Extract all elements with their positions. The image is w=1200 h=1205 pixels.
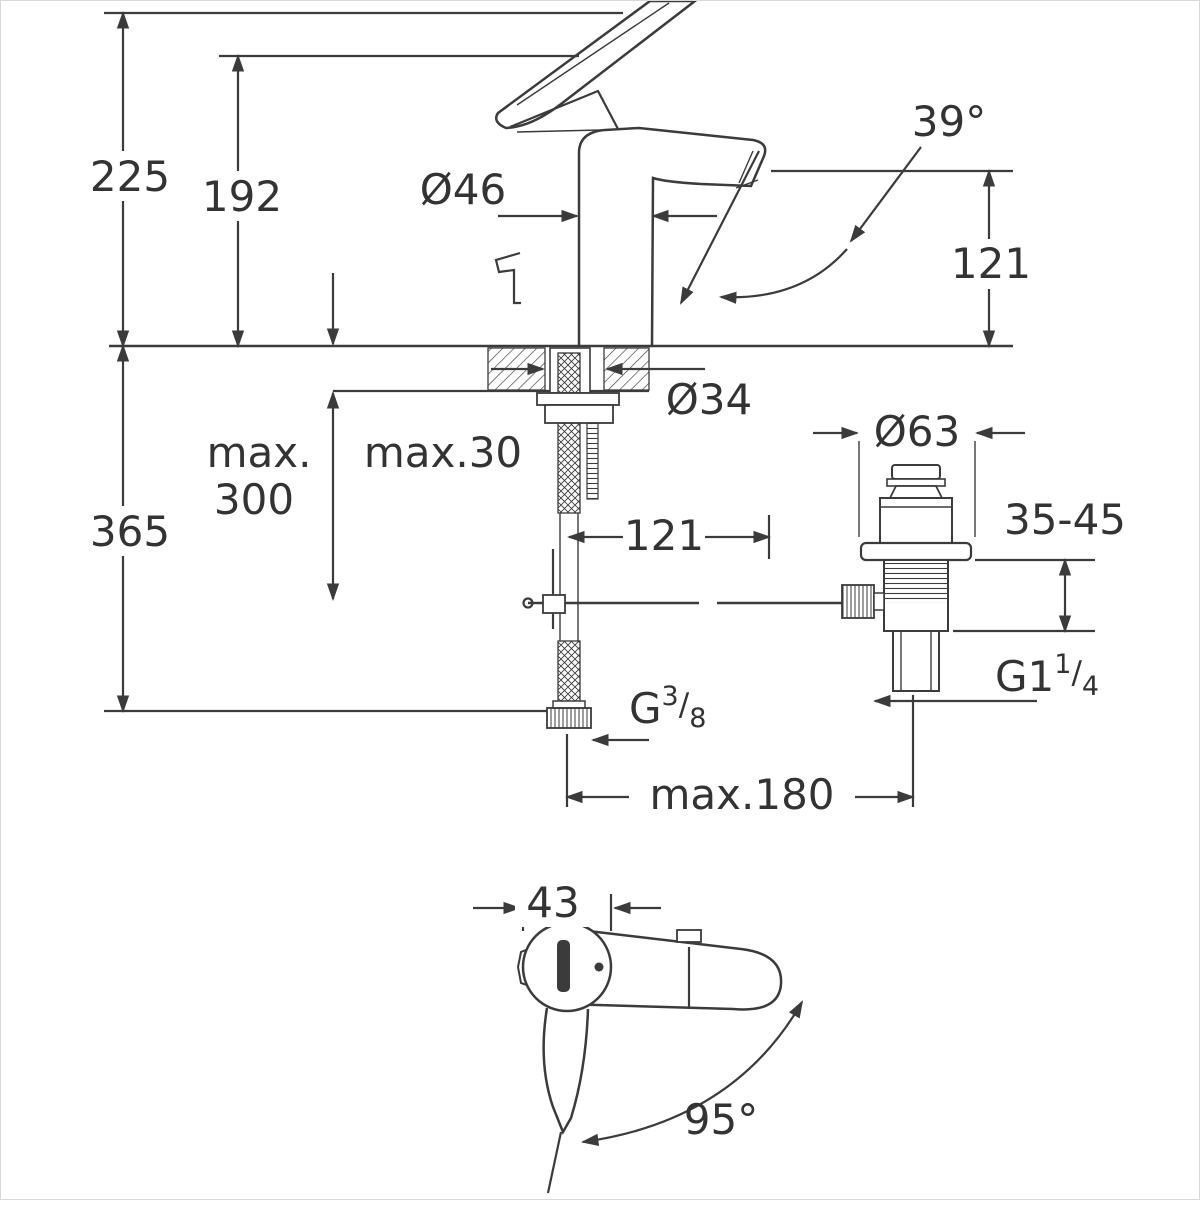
top-view-drawing — [473, 894, 804, 1194]
rod-reach-label: 121 — [624, 511, 704, 560]
drain-thread-label: G11/4 — [995, 649, 1099, 702]
total-below-height-label: 365 — [90, 507, 170, 556]
spout-top-height-label: 192 — [202, 172, 282, 221]
mounting-stud — [586, 422, 599, 500]
spout-outlet-height-label: 121 — [951, 239, 1031, 288]
drain-tailpiece — [892, 630, 940, 692]
rod-clamp-knob — [841, 584, 875, 619]
drain-flange-diameter-label: Ø63 — [874, 407, 961, 456]
pop-up-rod — [522, 549, 842, 629]
max-deck-thickness-label: max.30 — [364, 428, 522, 477]
drain-adjust-range-label: 35-45 — [1004, 495, 1126, 544]
faucet-body — [494, 126, 767, 347]
swivel-arc — [580, 1000, 804, 1146]
handle-stop-detail — [494, 251, 521, 305]
drain-flange — [859, 541, 973, 562]
supply-thread-label: G3/8 — [629, 681, 706, 734]
side-view-drawing — [109, 0, 1013, 729]
body-diameter-label: Ø46 — [420, 165, 507, 214]
dimension-labels: 225 192 Ø46 39° 121 Ø34 max. 300 max.30 … — [85, 97, 1126, 1144]
faucet-handle — [495, 0, 699, 133]
max-projection-label: max.180 — [649, 770, 834, 819]
max-below-deck-label-word: max. — [207, 428, 312, 477]
supply-hose-assembly — [536, 347, 620, 729]
lever-width-label: 43 — [526, 878, 579, 927]
mounting-hole-diameter-label: Ø34 — [666, 375, 753, 424]
pop-up-plug — [891, 464, 941, 480]
overall-height-label: 225 — [90, 152, 170, 201]
supply-connector-nut — [546, 707, 592, 729]
spout-angle-label: 39° — [912, 97, 986, 146]
lever-swivel-position — [542, 1007, 590, 1135]
max-below-deck-label-value: 300 — [214, 475, 294, 524]
drain-assembly — [841, 464, 973, 692]
swivel-angle-label: 95° — [684, 1095, 758, 1144]
